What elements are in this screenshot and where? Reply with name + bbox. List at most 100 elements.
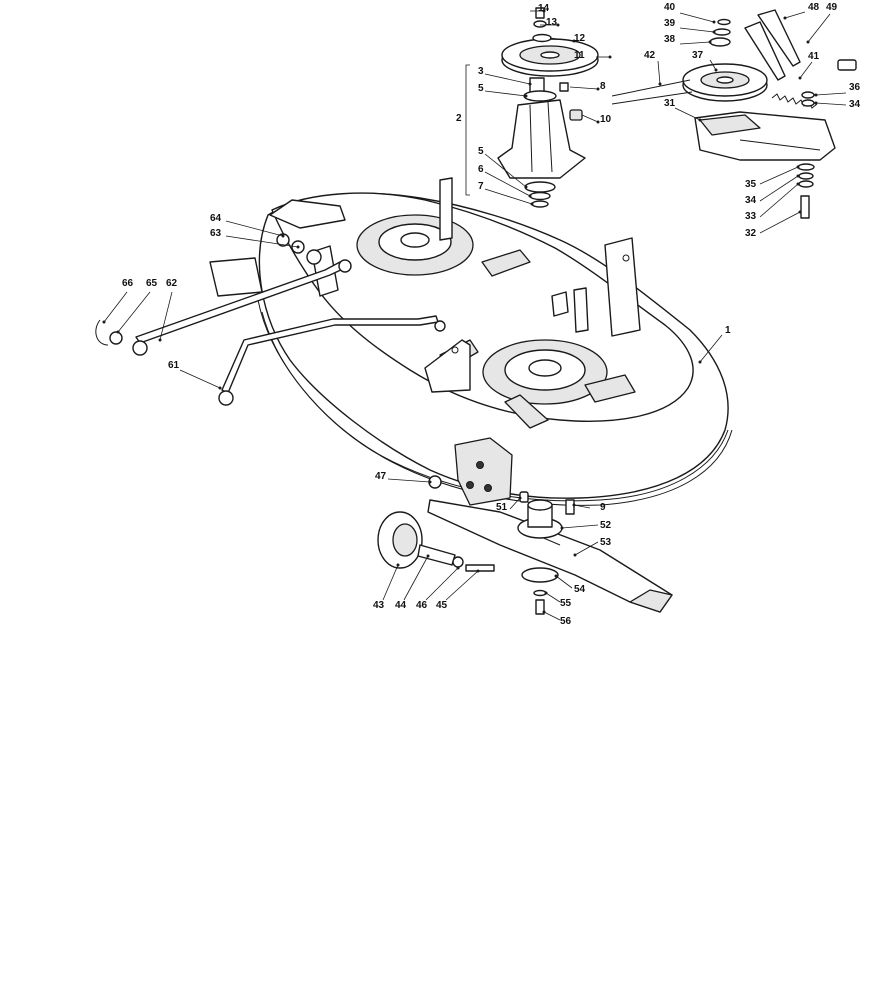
leader-line-51	[509, 497, 521, 510]
leader-dot-44	[426, 554, 430, 558]
leader-dot-54	[554, 574, 558, 578]
leader-dot-48	[783, 16, 787, 20]
leader-dot-8	[596, 87, 600, 91]
leader-dot-46	[456, 566, 460, 570]
leader-line-53	[574, 541, 599, 556]
leader-line-54	[555, 575, 573, 589]
callout-34: 34	[745, 195, 757, 206]
leader-dot-51	[518, 496, 522, 500]
callout-40: 40	[664, 2, 676, 13]
leader-line-5	[484, 90, 527, 97]
leader-dot-13	[556, 23, 560, 27]
callout-46: 46	[416, 600, 428, 611]
leader-dot-5	[524, 94, 528, 98]
leader-line-65	[117, 291, 151, 333]
leader-line-10	[581, 114, 599, 123]
leader-line-49	[807, 13, 831, 43]
idler-assembly	[611, 9, 857, 219]
callout-61: 61	[168, 360, 180, 371]
leader-line-63	[225, 235, 299, 248]
callout-13: 13	[546, 17, 558, 28]
leader-line-41	[799, 61, 813, 79]
leader-dot-34	[814, 101, 818, 105]
leader-dot-43	[396, 563, 400, 567]
leader-line-47	[387, 478, 431, 483]
leader-dot-31	[698, 118, 702, 122]
callout-47: 47	[375, 471, 387, 482]
leader-dot-3	[528, 82, 532, 86]
callout-43: 43	[373, 600, 385, 611]
leader-dot-52	[560, 526, 564, 530]
leader-line-45	[445, 570, 479, 601]
leader-dot-14	[542, 9, 546, 13]
leader-dot-40	[712, 20, 716, 24]
leader-line-7	[484, 188, 533, 205]
callout-9: 9	[600, 502, 606, 513]
leader-dot-39	[712, 30, 716, 34]
callout-62: 62	[166, 278, 178, 289]
leader-dot-5	[524, 185, 528, 189]
callout-33: 33	[745, 211, 757, 222]
leader-line-31	[674, 107, 701, 121]
callout-65: 65	[146, 278, 158, 289]
callout-64: 64	[210, 213, 222, 224]
leader-line-33	[759, 183, 799, 218]
leader-dot-12	[572, 39, 576, 43]
leader-line-3	[484, 73, 531, 85]
leader-line-6	[484, 171, 531, 197]
leader-line-56	[543, 611, 561, 621]
leader-line-34	[759, 175, 799, 202]
callout-8: 8	[600, 81, 606, 92]
callout-38: 38	[664, 34, 676, 45]
leader-line-42	[657, 60, 661, 85]
leader-line-37	[709, 59, 717, 71]
callout-3: 3	[478, 66, 484, 77]
leader-line-40	[679, 12, 715, 23]
leader-dot-41	[798, 76, 802, 80]
assembly-bracket-2	[465, 64, 470, 196]
leader-dot-65	[116, 330, 120, 334]
callout-10: 10	[600, 114, 612, 125]
leader-dot-38	[708, 40, 712, 44]
callout-37: 37	[692, 50, 704, 61]
callout-41: 41	[808, 51, 820, 62]
leader-dot-47	[428, 480, 432, 484]
leader-dot-56	[542, 610, 546, 614]
callout-31: 31	[664, 98, 676, 109]
leader-line-36	[815, 92, 847, 96]
leader-dot-55	[544, 591, 548, 595]
leader-dot-64	[281, 234, 285, 238]
callout-63: 63	[210, 228, 222, 239]
leader-line-12	[549, 37, 575, 42]
callout-44: 44	[395, 600, 407, 611]
leader-dot-35	[796, 165, 800, 169]
mower-deck-shell	[209, 177, 733, 506]
leader-dot-37	[714, 68, 718, 72]
callout-34: 34	[849, 99, 861, 110]
callout-5: 5	[478, 83, 484, 94]
callout-1: 1	[725, 325, 731, 336]
callout-6: 6	[478, 164, 484, 175]
leader-dot-66	[102, 320, 106, 324]
leader-dot-61	[218, 386, 222, 390]
callout-49: 49	[826, 2, 838, 13]
leader-line-43	[382, 564, 399, 601]
leader-line-35	[759, 166, 799, 185]
leader-dot-49	[806, 40, 810, 44]
leader-line-9	[573, 504, 591, 509]
callout-56: 56	[560, 616, 572, 627]
callout-48: 48	[808, 2, 820, 13]
callout-5: 5	[478, 146, 484, 157]
leader-line-52	[561, 524, 599, 529]
leader-line-32	[759, 211, 801, 234]
leader-dot-45	[476, 569, 480, 573]
leader-dot-7	[530, 202, 534, 206]
leader-dot-53	[573, 553, 577, 557]
leader-dot-6	[528, 194, 532, 198]
leader-dot-34	[796, 174, 800, 178]
leader-line-62	[159, 291, 173, 341]
callout-45: 45	[436, 600, 448, 611]
leader-line-66	[103, 291, 128, 323]
leader-line-5	[484, 153, 527, 188]
